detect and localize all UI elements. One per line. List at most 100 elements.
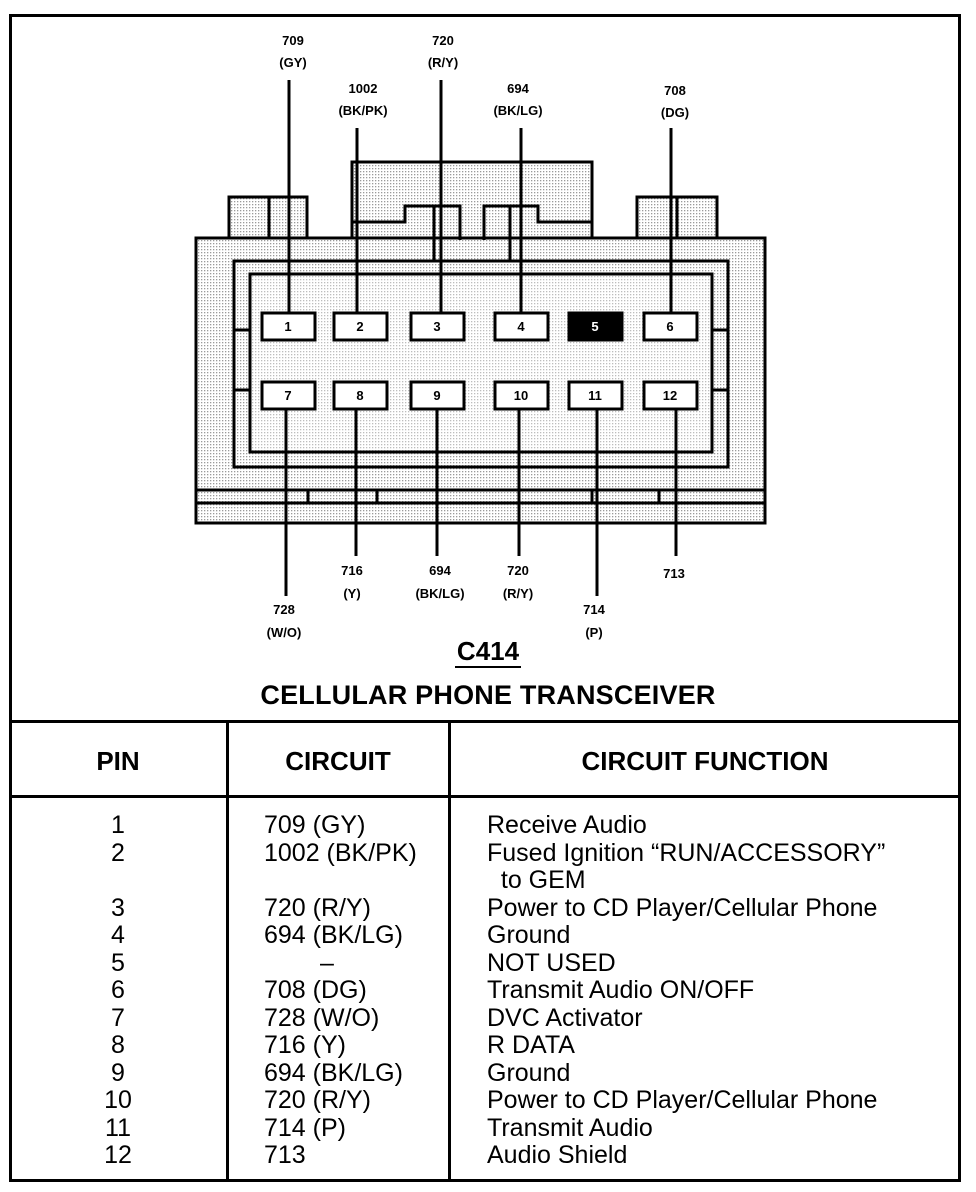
wire-label-color: (Y) [343,586,360,601]
table-row: 3 720 (R/Y) Power to CD Player/Cellular Ph… [0,893,976,923]
connector-id-text: C414 [454,636,522,668]
cell-pin: 10 [104,1086,132,1114]
table-row: 12 713 Audio Shield [0,1141,976,1170]
connector-diagram: 1 2 3 4 5 6 7 8 9 10 11 12 709 (GY) 1002… [194,33,767,640]
connector-body [194,160,767,525]
pin-4: 4 [493,311,550,342]
cell-function: Transmit Audio [487,1113,653,1142]
wire-label-color: (GY) [279,55,306,70]
cell-pin: 1 [111,811,125,839]
table-row: 11 714 (P) Transmit Audio [0,1113,976,1143]
cell-pin: 3 [111,893,125,922]
column-header-circuit: CIRCUIT [285,746,391,776]
cell-pin: 11 [105,1113,131,1142]
svg-text:6: 6 [666,319,673,334]
cell-circuit: 713 [264,1141,306,1169]
wire-label-circuit: 709 [282,33,304,48]
cell-function: DVC Activator [487,1003,643,1032]
cell-circuit: 728 (W/O) [264,1003,380,1032]
pin-11: 11 [567,380,624,411]
cell-circuit: 714 (P) [264,1113,346,1142]
cell-circuit: – [320,948,334,977]
cell-circuit: 716 (Y) [264,1031,346,1059]
wire-label-circuit: 713 [663,566,685,581]
connector-name: CELLULAR PHONE TRANSCEIVER [260,680,716,710]
table-header: PIN CIRCUIT CIRCUIT FUNCTION [9,723,961,795]
wire-lines [284,80,678,596]
cell-function: NOT USED [487,948,616,977]
svg-text:1: 1 [284,319,291,334]
wire-label-color: (P) [585,625,602,640]
table-row: 5 – NOT USED [0,948,976,978]
cell-circuit: 694 (BK/LG) [264,1058,403,1087]
wire-label-circuit: 694 [429,563,451,578]
svg-text:3: 3 [433,319,440,334]
cell-circuit: 694 (BK/LG) [264,921,403,949]
connector-latch [234,204,728,503]
wire-label-circuit: 720 [432,33,454,48]
wire-label-circuit: 716 [341,563,363,578]
wire-label-color: (BK/LG) [415,586,464,601]
wire-label-circuit: 1002 [349,81,378,96]
cell-function: Ground [487,921,571,949]
wire-label-circuit: 720 [507,563,529,578]
svg-text:5: 5 [591,319,598,334]
cell-circuit: 720 (R/Y) [264,1086,371,1114]
wire-label-color: (W/O) [267,625,302,640]
wire-label-color: (R/Y) [503,586,533,601]
pin-2: 2 [332,311,389,342]
wire-label-color: (BK/PK) [338,103,387,118]
pin-12: 12 [642,380,699,411]
cell-pin: 2 [111,838,125,867]
cell-pin: 5 [111,948,125,977]
cell-function: Receive Audio [487,811,647,839]
svg-text:2: 2 [356,319,363,334]
wire-label-circuit: 714 [583,602,605,617]
pin-8: 8 [332,380,389,411]
svg-text:11: 11 [588,388,602,403]
column-header-function: CIRCUIT FUNCTION [581,746,829,776]
cell-function: Power to CD Player/Cellular Phone [487,893,878,922]
connector-id: C414 [0,636,976,668]
cell-function: Fused Ignition “RUN/ACCESSORY” to GEM [487,838,886,894]
wire-label-circuit: 728 [273,602,295,617]
diagram-frame [9,14,961,1182]
cell-circuit: 720 (R/Y) [264,893,371,922]
pin-7: 7 [260,380,317,411]
svg-text:7: 7 [284,388,291,403]
cell-pin: 4 [111,921,125,949]
cell-pin: 6 [111,976,125,1004]
column-divider [226,723,229,1182]
pin-10: 10 [493,380,550,411]
cell-pin: 9 [111,1058,125,1087]
cell-circuit: 709 (GY) [264,811,366,839]
pin-6: 6 [642,311,699,342]
wire-label-color: (BK/LG) [493,103,542,118]
header-divider [9,795,961,798]
wire-label-circuit: 694 [507,81,529,96]
cell-circuit: 708 (DG) [264,976,367,1004]
column-header-pin: PIN [96,746,140,776]
pin-9: 9 [409,380,466,411]
table-row: 1 709 (GY) Receive Audio [0,811,976,840]
svg-text:9: 9 [433,388,440,403]
column-divider [448,723,451,1182]
pin-1: 1 [260,311,317,342]
svg-text:12: 12 [663,388,677,403]
cell-function: Ground [487,1058,571,1087]
cell-function: Audio Shield [487,1141,628,1169]
cell-pin: 8 [111,1031,125,1059]
wire-label-color: (DG) [661,105,689,120]
section-divider [9,720,961,723]
pin-5-unused: 5 [567,311,624,342]
pin-3: 3 [409,311,466,342]
table-row: 4 694 (BK/LG) Ground [0,921,976,950]
cell-pin: 12 [104,1141,132,1169]
wire-label-color: (R/Y) [428,55,458,70]
